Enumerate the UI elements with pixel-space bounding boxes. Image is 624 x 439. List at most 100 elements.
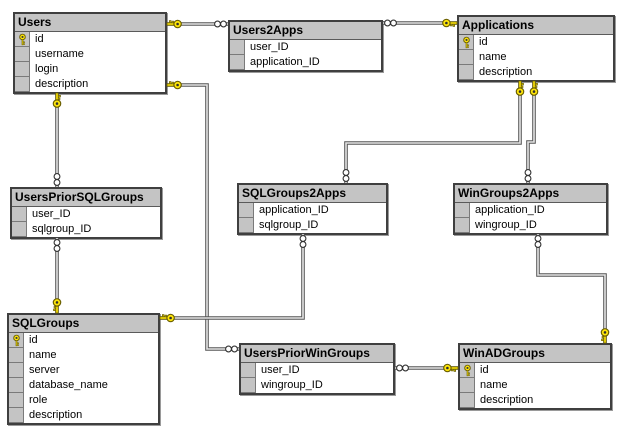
table-sqlgroups2apps-title[interactable]: SQLGroups2Apps	[239, 185, 386, 203]
relationship-sqlgroups-userspriorsqlgroups[interactable]	[52, 238, 62, 314]
table-row[interactable]: sqlgroup_ID	[12, 222, 160, 237]
one-key-icon	[515, 80, 525, 96]
table-row[interactable]: id	[460, 363, 610, 378]
table-row[interactable]: role	[9, 393, 158, 408]
table-row[interactable]: description	[9, 408, 158, 423]
many-infinity-icon	[53, 239, 61, 246]
column-name: description	[35, 78, 89, 90]
table-row[interactable]: server	[9, 363, 158, 378]
row-selector[interactable]	[459, 65, 474, 80]
row-selector[interactable]	[15, 32, 30, 47]
row-selector[interactable]	[460, 378, 475, 393]
table-userspriorsqlgroups[interactable]: UsersPriorSQLGroups user_ID sqlgroup_ID	[10, 187, 162, 239]
row-selector[interactable]	[15, 77, 30, 92]
row-selector[interactable]	[12, 222, 27, 237]
many-infinity-icon	[299, 241, 307, 248]
row-selector[interactable]	[455, 203, 470, 218]
table-row[interactable]: sqlgroup_ID	[239, 218, 386, 233]
table-wingroups2apps[interactable]: WinGroups2Apps application_ID wingroup_I…	[453, 183, 608, 235]
row-selector[interactable]	[239, 218, 254, 233]
table-row[interactable]: name	[9, 348, 158, 363]
table-users2apps-title[interactable]: Users2Apps	[230, 22, 381, 40]
table-row[interactable]: id	[9, 333, 158, 348]
row-selector[interactable]	[9, 348, 24, 363]
table-users2apps[interactable]: Users2Apps user_ID application_ID	[228, 20, 383, 72]
table-row[interactable]: name	[460, 378, 610, 393]
table-sqlgroups-title[interactable]: SQLGroups	[9, 315, 158, 333]
column-name: server	[29, 364, 60, 376]
table-row[interactable]: description	[15, 77, 165, 92]
table-row[interactable]: login	[15, 62, 165, 77]
table-userspriorwingroups[interactable]: UsersPriorWinGroups user_ID wingroup_ID	[239, 343, 395, 395]
relationship-users-users2apps[interactable]	[166, 19, 228, 29]
primary-key-icon	[18, 33, 26, 45]
row-selector[interactable]	[230, 55, 245, 70]
relationship-applications-wingroups2apps[interactable]	[524, 80, 539, 183]
table-row[interactable]: id	[459, 35, 613, 50]
table-row[interactable]: user_ID	[230, 40, 381, 55]
row-selector[interactable]	[15, 62, 30, 77]
table-row[interactable]: application_ID	[230, 55, 381, 70]
table-userspriorwingroups-title[interactable]: UsersPriorWinGroups	[241, 345, 393, 363]
table-row[interactable]: wingroup_ID	[241, 378, 393, 393]
row-selector[interactable]	[455, 218, 470, 233]
column-name: database_name	[29, 379, 108, 391]
column-name: application_ID	[250, 56, 320, 68]
table-applications[interactable]: Applications id name description	[457, 15, 615, 82]
many-infinity-icon	[53, 245, 61, 252]
table-row[interactable]: description	[460, 393, 610, 408]
table-row[interactable]: id	[15, 32, 165, 47]
row-selector[interactable]	[460, 393, 475, 408]
table-row[interactable]: application_ID	[455, 203, 606, 218]
table-users-title[interactable]: Users	[15, 14, 165, 32]
row-selector[interactable]	[241, 363, 256, 378]
table-row[interactable]: user_ID	[241, 363, 393, 378]
table-row[interactable]: description	[459, 65, 613, 80]
column-name: id	[479, 36, 488, 48]
table-row[interactable]: name	[459, 50, 613, 65]
row-selector[interactable]	[241, 378, 256, 393]
table-sqlgroups[interactable]: SQLGroups id name server database_name r…	[7, 313, 160, 425]
many-infinity-icon	[524, 169, 532, 176]
relationship-users-userspriorwingroups[interactable]	[166, 80, 239, 353]
row-selector[interactable]	[459, 50, 474, 65]
row-selector[interactable]	[12, 207, 27, 222]
table-applications-title[interactable]: Applications	[459, 17, 613, 35]
table-row[interactable]: application_ID	[239, 203, 386, 218]
table-userspriorsqlgroups-title[interactable]: UsersPriorSQLGroups	[12, 189, 160, 207]
table-winadgroups-title[interactable]: WinADGroups	[460, 345, 610, 363]
table-winadgroups[interactable]: WinADGroups id name description	[458, 343, 612, 410]
row-selector[interactable]	[239, 203, 254, 218]
row-selector[interactable]	[460, 363, 475, 378]
row-selector[interactable]	[459, 35, 474, 50]
table-row[interactable]: wingroup_ID	[455, 218, 606, 233]
many-infinity-icon	[231, 345, 238, 353]
relationship-applications-users2apps[interactable]	[383, 18, 458, 28]
table-row[interactable]: username	[15, 47, 165, 62]
relationship-users-userspriorsqlgroups[interactable]	[52, 92, 62, 187]
row-selector[interactable]	[9, 408, 24, 423]
one-key-icon	[443, 363, 459, 373]
primary-key-icon	[463, 364, 471, 376]
relationship-winadgroups-userspriorwingroups[interactable]	[395, 363, 459, 373]
table-sqlgroups2apps[interactable]: SQLGroups2Apps application_ID sqlgroup_I…	[237, 183, 388, 235]
table-row[interactable]: database_name	[9, 378, 158, 393]
table-row[interactable]: user_ID	[12, 207, 160, 222]
relationship-sqlgroups-sqlgroups2apps[interactable]	[159, 234, 307, 323]
table-wingroups2apps-title[interactable]: WinGroups2Apps	[455, 185, 606, 203]
row-selector[interactable]	[15, 47, 30, 62]
relationship-winadgroups-wingroups2apps[interactable]	[534, 234, 610, 344]
table-users[interactable]: Users id username login description	[13, 12, 167, 94]
many-infinity-icon	[220, 20, 227, 28]
relationship-applications-sqlgroups2apps[interactable]	[342, 80, 525, 183]
row-selector[interactable]	[9, 393, 24, 408]
many-infinity-icon	[396, 364, 403, 372]
column-name: username	[35, 48, 84, 60]
one-key-icon	[166, 19, 182, 29]
many-infinity-icon	[384, 19, 391, 27]
row-selector[interactable]	[9, 378, 24, 393]
row-selector[interactable]	[9, 363, 24, 378]
row-selector[interactable]	[9, 333, 24, 348]
row-selector[interactable]	[230, 40, 245, 55]
